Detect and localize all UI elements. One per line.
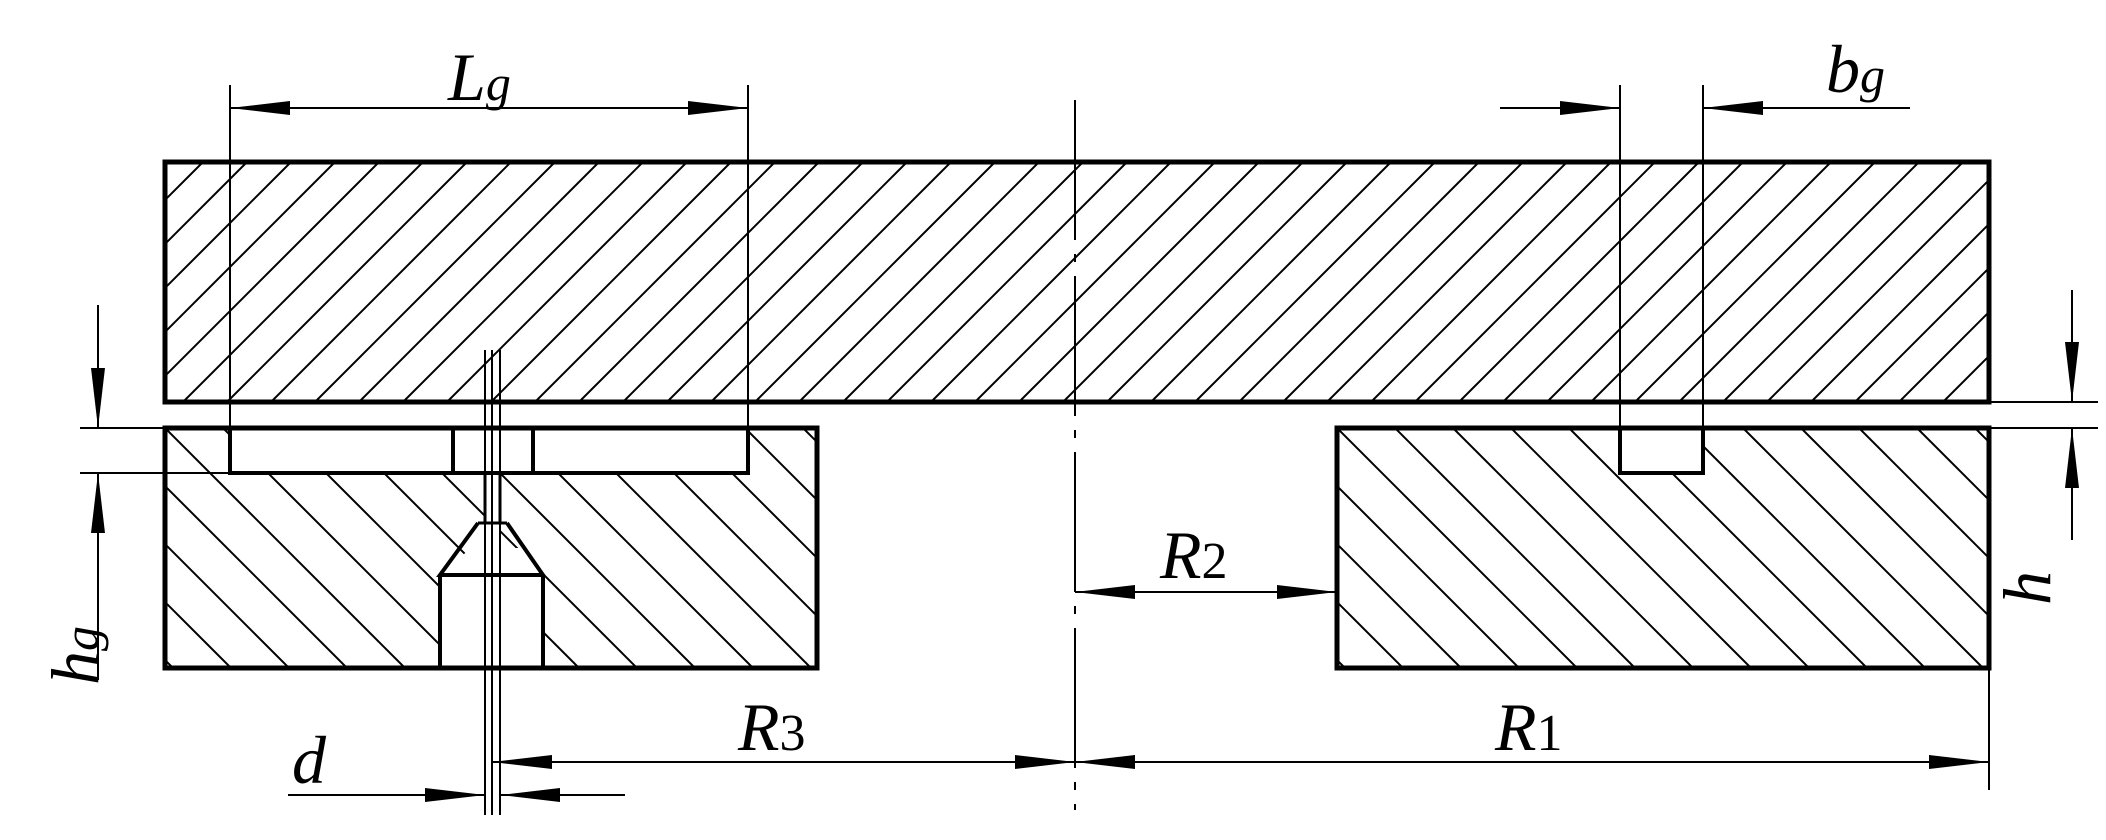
hatch-line	[1916, 428, 1989, 668]
hatch-line	[1986, 398, 1989, 402]
hatch-line	[165, 162, 336, 334]
hatch-line	[1018, 162, 1260, 402]
lower-right-plate	[1334, 425, 2106, 671]
hatch-line	[798, 162, 1040, 402]
hatch-line	[402, 162, 644, 402]
hatch-line	[1626, 428, 1868, 668]
hatch-line	[165, 162, 248, 246]
hatch-line	[1337, 428, 1578, 668]
hatch-line	[1150, 162, 1392, 402]
hatch-line	[1974, 428, 1989, 668]
hatch-line	[666, 162, 908, 402]
hatch-line	[1854, 266, 1989, 402]
hatch-line	[1634, 162, 1876, 402]
hatch-line	[886, 162, 1128, 402]
hatch-line	[2091, 428, 2106, 668]
hatch-line	[2031, 162, 2106, 402]
hatch-line	[1337, 428, 1404, 668]
hatch-line	[1510, 428, 1752, 668]
feeder-axis-lines	[484, 350, 501, 815]
hatch-line	[1590, 162, 1832, 402]
hatch-line	[974, 162, 1216, 402]
hatch-line	[1458, 162, 1700, 402]
hatch-line	[1370, 162, 1612, 402]
hatch-line	[1337, 428, 1520, 668]
hatch-line	[1546, 162, 1788, 402]
hatch-line	[1810, 222, 1989, 402]
hatch-line	[1678, 162, 1920, 402]
hatch-line	[686, 428, 817, 668]
hatch-line	[842, 162, 1084, 402]
hatch-line	[222, 428, 464, 668]
label-R3: R3	[737, 689, 806, 765]
hatch-line	[490, 162, 732, 402]
hatch-line	[1684, 428, 1926, 668]
label-d: d	[292, 722, 327, 798]
upper-plate	[0, 159, 2106, 405]
hatch-line	[1035, 428, 1275, 668]
hatch-line	[578, 162, 820, 402]
hatch-line	[1062, 162, 1304, 402]
hatch-line	[1326, 162, 1568, 402]
hatch-line	[1337, 428, 1462, 668]
hatch-line	[182, 162, 424, 402]
hatch-line	[1394, 428, 1636, 668]
label-bg: bg	[1826, 31, 1885, 107]
hatch-line	[270, 162, 512, 402]
label-R1: R1	[1494, 689, 1563, 765]
hatch-line	[446, 162, 688, 402]
hatch-line	[226, 162, 468, 402]
hatch-line	[396, 428, 638, 668]
hatch-line	[165, 162, 204, 202]
hatch-line	[802, 428, 817, 668]
hatch-line	[1414, 162, 1656, 402]
hatch-line	[744, 428, 817, 668]
hatch-line	[861, 428, 1101, 668]
label-Lg: Lg	[447, 39, 511, 115]
hatch-line	[1238, 162, 1480, 402]
hatch-line	[622, 162, 864, 402]
label-hg: hg	[37, 626, 113, 685]
hatch-line	[1942, 354, 1989, 402]
hatch-line	[2075, 162, 2106, 402]
hatch-line	[1194, 162, 1436, 402]
hatch-line	[165, 428, 290, 668]
hatch-line	[1282, 162, 1524, 402]
hatch-line	[0, 162, 159, 402]
hatch-line	[1568, 428, 1810, 668]
hatch-line	[1742, 428, 1984, 668]
hatch-line	[754, 162, 996, 402]
lower-left-plate	[162, 425, 1275, 671]
hatch-line	[512, 428, 754, 668]
hatch-line	[1106, 162, 1348, 402]
hatch-line	[165, 162, 380, 378]
hatch-line	[534, 162, 776, 402]
label-h: h	[1989, 571, 2065, 605]
hatch-line	[1766, 178, 1989, 402]
hatch-line	[165, 428, 348, 668]
hatch-line	[1858, 428, 1989, 668]
hatch-line	[570, 428, 812, 668]
hatch-line	[930, 162, 1172, 402]
hatch-line	[1502, 162, 1744, 402]
hatch-line	[2033, 428, 2106, 668]
dimension-lines	[91, 101, 2079, 802]
hatch-line	[358, 162, 600, 402]
hatch-line	[314, 162, 556, 402]
hatch-line	[1722, 162, 1964, 402]
hatch-line	[1452, 428, 1694, 668]
hatch-line	[1898, 310, 1989, 402]
hatch-line	[165, 428, 406, 668]
hatch-line	[1800, 428, 1989, 668]
hatch-line	[165, 162, 292, 290]
hatch-line	[165, 428, 232, 668]
label-R2: R2	[1159, 517, 1228, 593]
extension-lines	[80, 85, 2098, 790]
hatch-line	[710, 162, 952, 402]
hatch-line	[919, 428, 1159, 668]
